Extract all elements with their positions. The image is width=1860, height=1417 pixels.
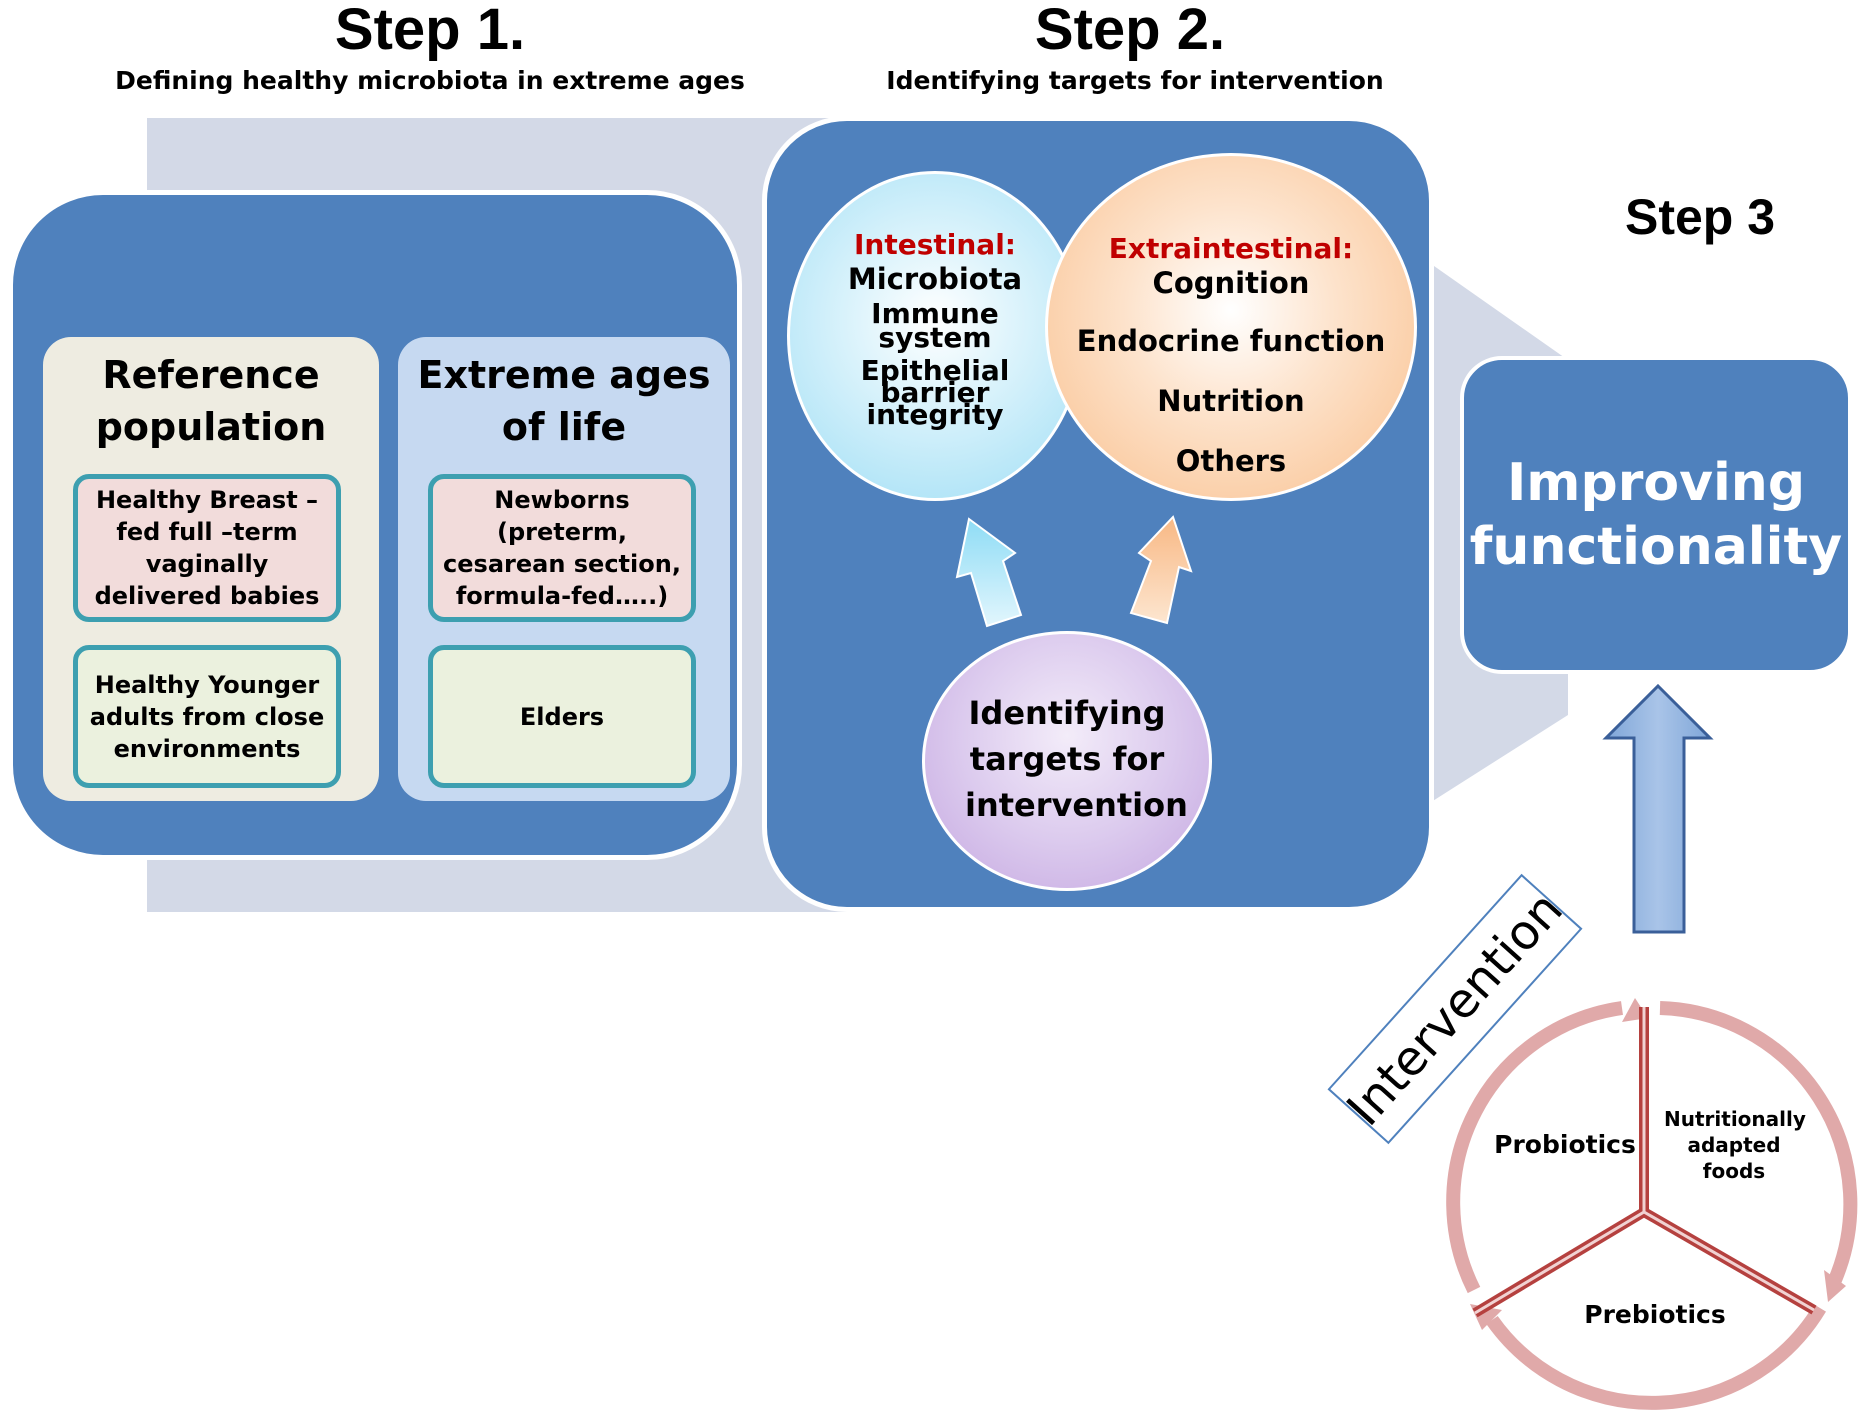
- extraintestinal-up-arrow: [1129, 515, 1193, 625]
- intestinal-item-microbiota: Microbiota: [847, 262, 1023, 296]
- intervention-cycle: [1446, 998, 1858, 1410]
- targets-circle: Identifying targets for intervention: [922, 631, 1212, 891]
- intestinal-circle: Intestinal: Microbiota Immune system Epi…: [787, 171, 1083, 501]
- targets-label: Identifying targets for intervention: [965, 694, 1188, 824]
- extraintestinal-item-others: Others: [1175, 444, 1287, 478]
- reference-box-adults: Healthy Younger adults from close enviro…: [73, 645, 341, 788]
- extraintestinal-item-cognition: Cognition: [1152, 266, 1310, 300]
- extreme-box-elders: Elders: [428, 645, 696, 788]
- intestinal-up-arrow: [955, 517, 1023, 628]
- extreme-heading-line1: Extreme ages: [417, 353, 711, 397]
- improving-functionality-box: Improving functionality: [1460, 356, 1852, 674]
- extraintestinal-item-nutrition: Nutrition: [1157, 384, 1305, 418]
- cycle-ring: [1446, 1001, 1858, 1410]
- extraintestinal-label: Extraintestinal:: [1108, 232, 1354, 265]
- reference-heading-line1: Reference: [102, 353, 320, 397]
- intestinal-label: Intestinal:: [854, 228, 1016, 261]
- cycle-prebiotics: Prebiotics: [1584, 1300, 1726, 1329]
- cycle-nutritionally-adapted-foods: Nutritionally adapted foods: [1664, 1107, 1806, 1183]
- step1-panel: Reference population Healthy Breast – fe…: [8, 190, 742, 860]
- step2-panel: Intestinal: Microbiota Immune system Epi…: [762, 116, 1434, 912]
- extreme-box-newborns: Newborns (preterm, cesarean section, for…: [428, 474, 696, 622]
- improving-up-arrow: [1602, 683, 1714, 934]
- step1-title: Step 1.: [334, 0, 526, 62]
- reference-heading-line2: population: [95, 405, 327, 449]
- cycle-probiotics: Probiotics: [1494, 1130, 1636, 1159]
- reference-population-panel: Reference population Healthy Breast – fe…: [43, 337, 379, 801]
- cycle-arrowhead-2: [1824, 1270, 1846, 1302]
- step3-title: Step 3: [1624, 189, 1776, 245]
- extraintestinal-circle: Extraintestinal: Cognition Endocrine fun…: [1045, 153, 1417, 501]
- extreme-ages-panel: Extreme ages of life Newborns (preterm, …: [398, 337, 730, 801]
- intestinal-item-barrier: Epithelial barrier integrity: [860, 354, 1010, 431]
- step1-subtitle: Defining healthy microbiota in extreme a…: [115, 66, 745, 95]
- extreme-heading-line2: of life: [501, 405, 627, 449]
- step2-title: Step 2.: [1034, 0, 1226, 62]
- step2-subtitle: Identifying targets for intervention: [886, 66, 1384, 95]
- reference-box-babies: Healthy Breast – fed full –term vaginall…: [73, 474, 341, 622]
- intestinal-item-immune: Immune system: [871, 297, 999, 354]
- extraintestinal-item-endocrine: Endocrine function: [1076, 324, 1386, 358]
